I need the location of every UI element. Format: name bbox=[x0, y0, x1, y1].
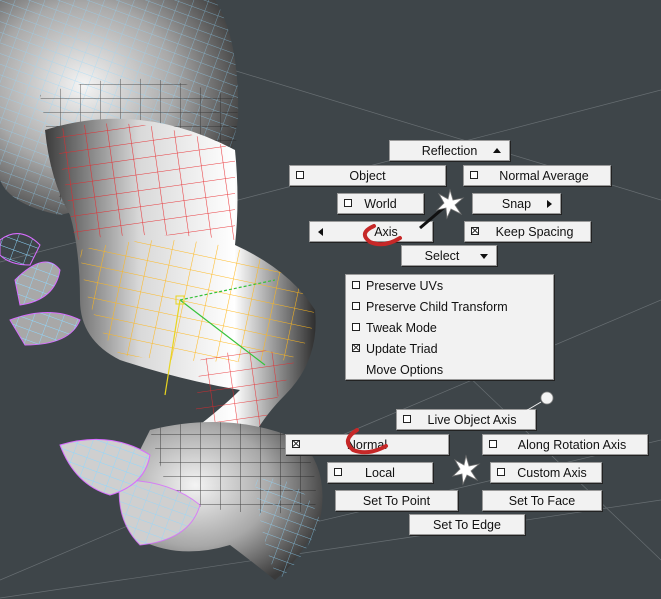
world-checkbox-icon[interactable] bbox=[344, 198, 352, 207]
along-rotation-axis-checkbox-icon[interactable] bbox=[489, 439, 497, 448]
menu-item-label: Preserve Child Transform bbox=[366, 299, 508, 314]
creature-leg-mesh bbox=[45, 118, 316, 470]
move-manipulator[interactable] bbox=[164, 279, 276, 396]
pivot-dot-icon bbox=[540, 391, 554, 405]
manipulator-arc-icon bbox=[345, 428, 388, 455]
object-checkbox-icon[interactable] bbox=[296, 170, 304, 179]
checkbox-icon[interactable] bbox=[352, 302, 360, 310]
arrow-left-icon bbox=[318, 227, 323, 236]
menu-item-preserve-uvs[interactable]: Preserve UVs bbox=[346, 275, 553, 296]
star-cursor-icon bbox=[435, 188, 465, 220]
menu-item-label: Update Triad bbox=[366, 341, 438, 356]
keep-spacing-checkbox-icon[interactable] bbox=[471, 226, 479, 235]
menu-item-tweak-mode[interactable]: Tweak Mode bbox=[346, 317, 553, 338]
creature-foot-mesh bbox=[59, 422, 323, 580]
checkbox-icon[interactable] bbox=[352, 281, 360, 289]
menu-item-label: Preserve UVs bbox=[366, 278, 444, 293]
checkbox-checked-icon[interactable] bbox=[352, 344, 360, 352]
menu-item-label: Move Options bbox=[366, 362, 444, 377]
arrow-down-icon bbox=[480, 253, 488, 259]
creature-toes-left bbox=[0, 233, 81, 346]
checkbox-icon[interactable] bbox=[352, 323, 360, 331]
local-checkbox-icon[interactable] bbox=[334, 467, 342, 476]
normal-checkbox-icon[interactable] bbox=[292, 439, 300, 448]
custom-axis-checkbox-icon[interactable] bbox=[497, 467, 505, 476]
menu-item-preserve-child-transform[interactable]: Preserve Child Transform bbox=[346, 296, 553, 317]
arrow-up-icon bbox=[493, 147, 501, 153]
menu-item-update-triad[interactable]: Update Triad bbox=[346, 338, 553, 359]
arrow-right-icon bbox=[547, 199, 552, 208]
menu-item-label: Tweak Mode bbox=[366, 320, 437, 335]
live-object-axis-checkbox-icon[interactable] bbox=[403, 414, 411, 423]
move-options-menu: Preserve UVs Preserve Child Transform Tw… bbox=[345, 274, 554, 380]
manipulator-arc-icon bbox=[362, 224, 402, 247]
menu-item-move-options[interactable]: Move Options bbox=[346, 359, 553, 380]
star-cursor-icon bbox=[451, 454, 481, 486]
normal-average-checkbox-icon[interactable] bbox=[470, 170, 478, 179]
